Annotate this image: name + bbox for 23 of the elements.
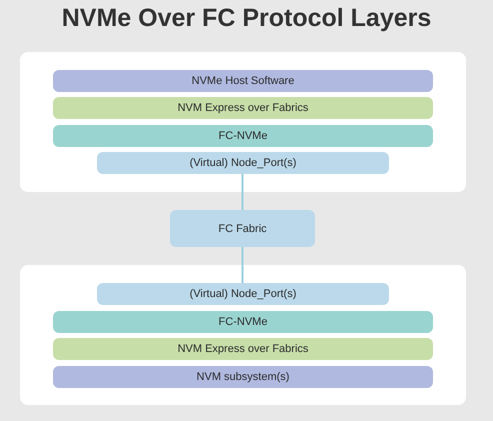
layer-box	[53, 125, 433, 147]
layer-label: (Virtual) Node_Port(s)	[190, 288, 296, 300]
layer-box	[53, 97, 433, 119]
layer-box	[53, 311, 433, 333]
layer-box	[97, 283, 389, 305]
panel-background	[20, 52, 466, 192]
layer-box	[53, 366, 433, 388]
layer-label: FC-NVMe	[218, 316, 268, 328]
connector-line	[242, 174, 244, 210]
layer-box	[170, 210, 315, 247]
layer-box	[97, 152, 389, 174]
layer-label: (Virtual) Node_Port(s)	[190, 157, 296, 169]
layer-label: NVM Express over Fabrics	[178, 102, 308, 114]
layer-box	[53, 338, 433, 360]
connector-line	[242, 247, 244, 283]
layer-label: FC-NVMe	[218, 130, 268, 142]
layer-label: NVMe Host Software	[192, 75, 294, 87]
diagram-title: NVMe Over FC Protocol Layers	[60, 4, 432, 33]
layer-box	[53, 70, 433, 92]
panel-background	[20, 265, 466, 405]
layer-label: NVM Express over Fabrics	[178, 343, 308, 355]
layer-label: FC Fabric	[218, 222, 267, 234]
layer-label: NVM subsystem(s)	[196, 371, 290, 383]
